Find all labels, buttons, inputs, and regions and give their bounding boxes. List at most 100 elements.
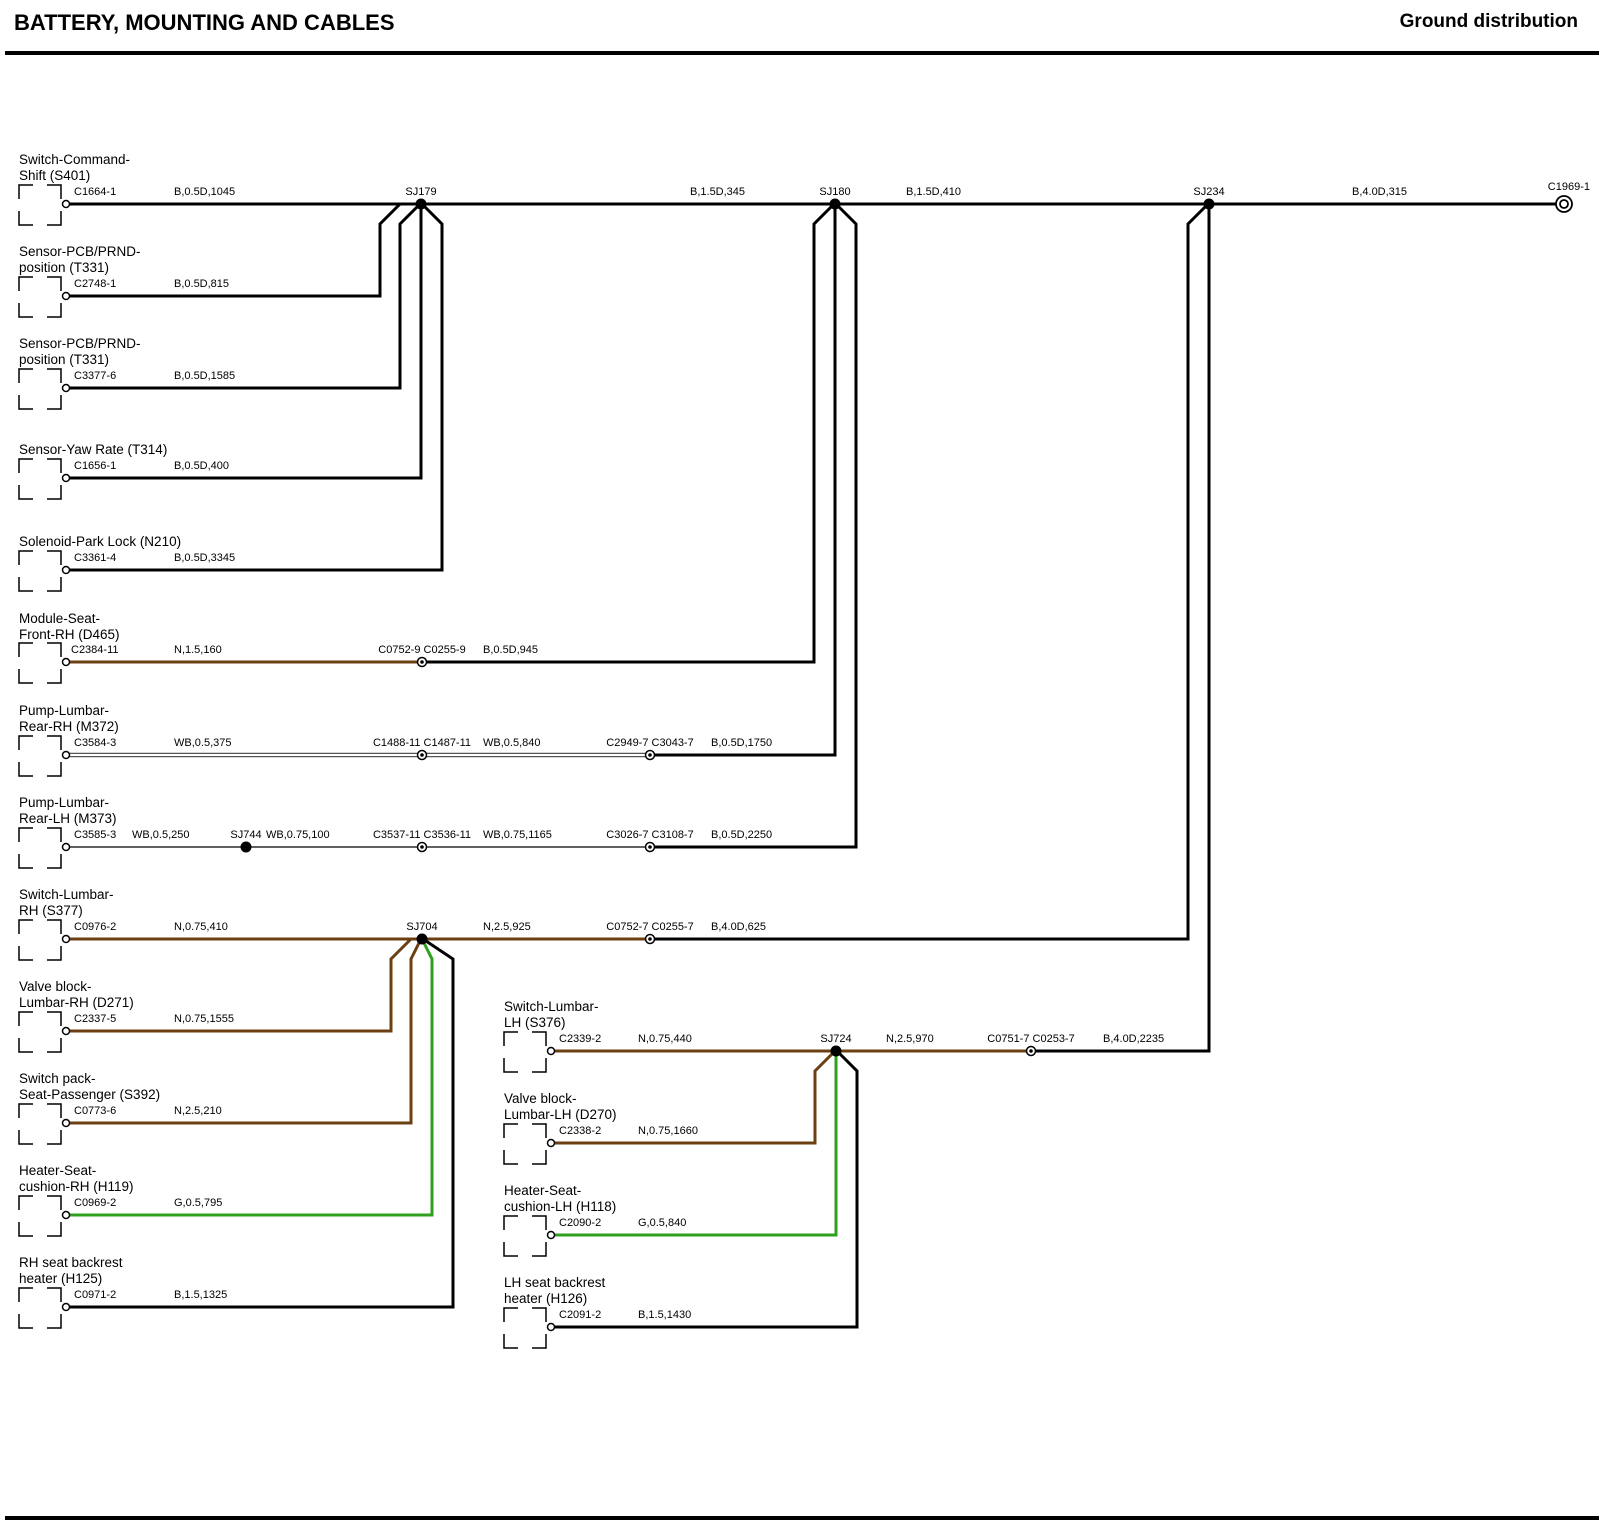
wire-t331b: [66, 202, 422, 390]
component-name: Valve block-: [504, 1091, 577, 1106]
wire-d271: [66, 937, 413, 1033]
wire-label: N,2.5,970: [886, 1033, 934, 1045]
splice-dot-sj724: [830, 1045, 842, 1057]
component-symbol: [18, 735, 71, 777]
component-name: position (T331): [19, 260, 109, 275]
connector-label: C3585-3: [74, 829, 116, 841]
component-name: Pump-Lumbar-: [19, 703, 109, 718]
connector-label: C0976-2: [74, 921, 116, 933]
wire-h118: [551, 1051, 838, 1237]
connector-label: C0751-7 C0253-7: [987, 1033, 1074, 1045]
component-symbol: [18, 1103, 71, 1145]
component-name: LH (S376): [504, 1015, 566, 1030]
wire-label: N,0.75,440: [638, 1033, 692, 1045]
ground-eyelet-icon: [1555, 195, 1573, 213]
component-name: RH (S377): [19, 903, 83, 918]
component-name: Heater-Seat-: [19, 1163, 96, 1178]
connector-label: C1656-1: [74, 460, 116, 472]
component-name: Module-Seat-: [19, 611, 100, 626]
wire-label: B,0.5D,2250: [711, 829, 772, 841]
wire-label: N,0.75,410: [174, 921, 228, 933]
component-name: Lumbar-LH (D270): [504, 1107, 617, 1122]
wire-label: G,0.5,795: [174, 1197, 222, 1209]
component-symbol: [18, 276, 71, 318]
connector-label: C0969-2: [74, 1197, 116, 1209]
component-symbol: [18, 642, 71, 684]
connector-label: C1969-1: [1548, 181, 1590, 193]
component-symbol: [18, 184, 71, 226]
connector-label: C2748-1: [74, 278, 116, 290]
connector-label: C3584-3: [74, 737, 116, 749]
wire-label: B,0.5D,3345: [174, 552, 235, 564]
wire-d270: [551, 1049, 837, 1145]
wire-label: B,1.5,1430: [638, 1309, 691, 1321]
connector-label: C3377-6: [74, 370, 116, 382]
component-name: Lumbar-RH (D271): [19, 995, 134, 1010]
wire-label: N,0.75,1660: [638, 1125, 698, 1137]
splice-labels: SJ179 SJ180 SJ234 SJ704 SJ724 SJ744: [230, 186, 1224, 1045]
connector-label: C2339-2: [559, 1033, 601, 1045]
component-symbol: [503, 1215, 556, 1257]
wire-label: N,0.75,1555: [174, 1013, 234, 1025]
wire-m373-black: [654, 202, 858, 849]
inline-connector-m372a: [416, 749, 428, 761]
component-name: Rear-LH (M373): [19, 811, 117, 826]
component-name: heater (H126): [504, 1291, 587, 1306]
connector-label: C2384-11: [71, 644, 119, 656]
splice-label: SJ724: [820, 1033, 851, 1045]
wire-label: B,1.5D,345: [690, 186, 745, 198]
component-symbol: [503, 1123, 556, 1165]
component-name: position (T331): [19, 352, 109, 367]
component-name: Sensor-PCB/PRND-: [19, 244, 141, 259]
wire-label: B,1.5,1325: [174, 1289, 227, 1301]
component-symbol: [18, 368, 71, 410]
inline-connector-m372b: [644, 749, 656, 761]
connector-label: C1664-1: [74, 186, 116, 198]
connector-label: C3026-7 C3108-7: [606, 829, 693, 841]
wire-label: B,4.0D,315: [1352, 186, 1407, 198]
inline-connector-m373b: [644, 841, 656, 853]
component-name: Rear-RH (M372): [19, 719, 119, 734]
wire-label: N,1.5,160: [174, 644, 222, 656]
wire-n210: [66, 202, 444, 572]
component-symbol: [18, 1287, 71, 1329]
component-labels: Switch-Command- Shift (S401) C1664-1 B,0…: [19, 152, 698, 1321]
component-name: cushion-LH (H118): [504, 1199, 616, 1214]
component-name: LH seat backrest: [504, 1275, 606, 1290]
connector-label: C3361-4: [74, 552, 116, 564]
inline-connector-labels: C1969-1 C0752-9 C0255-9 C1488-11 C1487-1…: [373, 181, 1590, 1045]
connector-label: C2338-2: [559, 1125, 601, 1137]
wire-label: WB,0.75,1165: [483, 829, 552, 841]
component-name: Sensor-PCB/PRND-: [19, 336, 141, 351]
wire-label: B,0.5D,1045: [174, 186, 235, 198]
wire-label: WB,0.5,375: [174, 737, 231, 749]
wire-label: B,1.5D,410: [906, 186, 961, 198]
connector-label: C0971-2: [74, 1289, 116, 1301]
wire-rh-to-sj234: [654, 202, 1210, 941]
wire-labels: B,1.5D,345 B,1.5D,410 B,4.0D,315 B,0.5D,…: [266, 186, 1407, 1045]
connector-label: C0752-9 C0255-9: [378, 644, 465, 656]
component-name: Heater-Seat-: [504, 1183, 581, 1198]
wire-label: WB,0.5,250: [132, 829, 189, 841]
inline-connectors: [416, 656, 1037, 1057]
wire-h119: [66, 938, 434, 1217]
component-name: Switch pack-: [19, 1071, 96, 1086]
component-name: Switch-Lumbar-: [504, 999, 599, 1014]
connector-label: C0773-6: [74, 1105, 116, 1117]
connector-label: C0752-7 C0255-7: [606, 921, 693, 933]
component-symbol: [503, 1307, 556, 1349]
component-name: Shift (S401): [19, 168, 90, 183]
wire-label: N,2.5,925: [483, 921, 531, 933]
splice-dot-sj179: [415, 198, 427, 210]
splice-label: SJ234: [1193, 186, 1224, 198]
connector-label: C2337-5: [74, 1013, 116, 1025]
component-symbol: [18, 827, 71, 869]
connector-label: C2949-7 C3043-7: [606, 737, 693, 749]
component-name: Sensor-Yaw Rate (T314): [19, 442, 167, 457]
footer-rule: [5, 1516, 1599, 1520]
wire-s392: [66, 938, 423, 1125]
component-name: heater (H125): [19, 1271, 102, 1286]
wire-label: N,2.5,210: [174, 1105, 222, 1117]
wire-h125: [66, 937, 455, 1309]
wire-t314: [66, 204, 423, 480]
